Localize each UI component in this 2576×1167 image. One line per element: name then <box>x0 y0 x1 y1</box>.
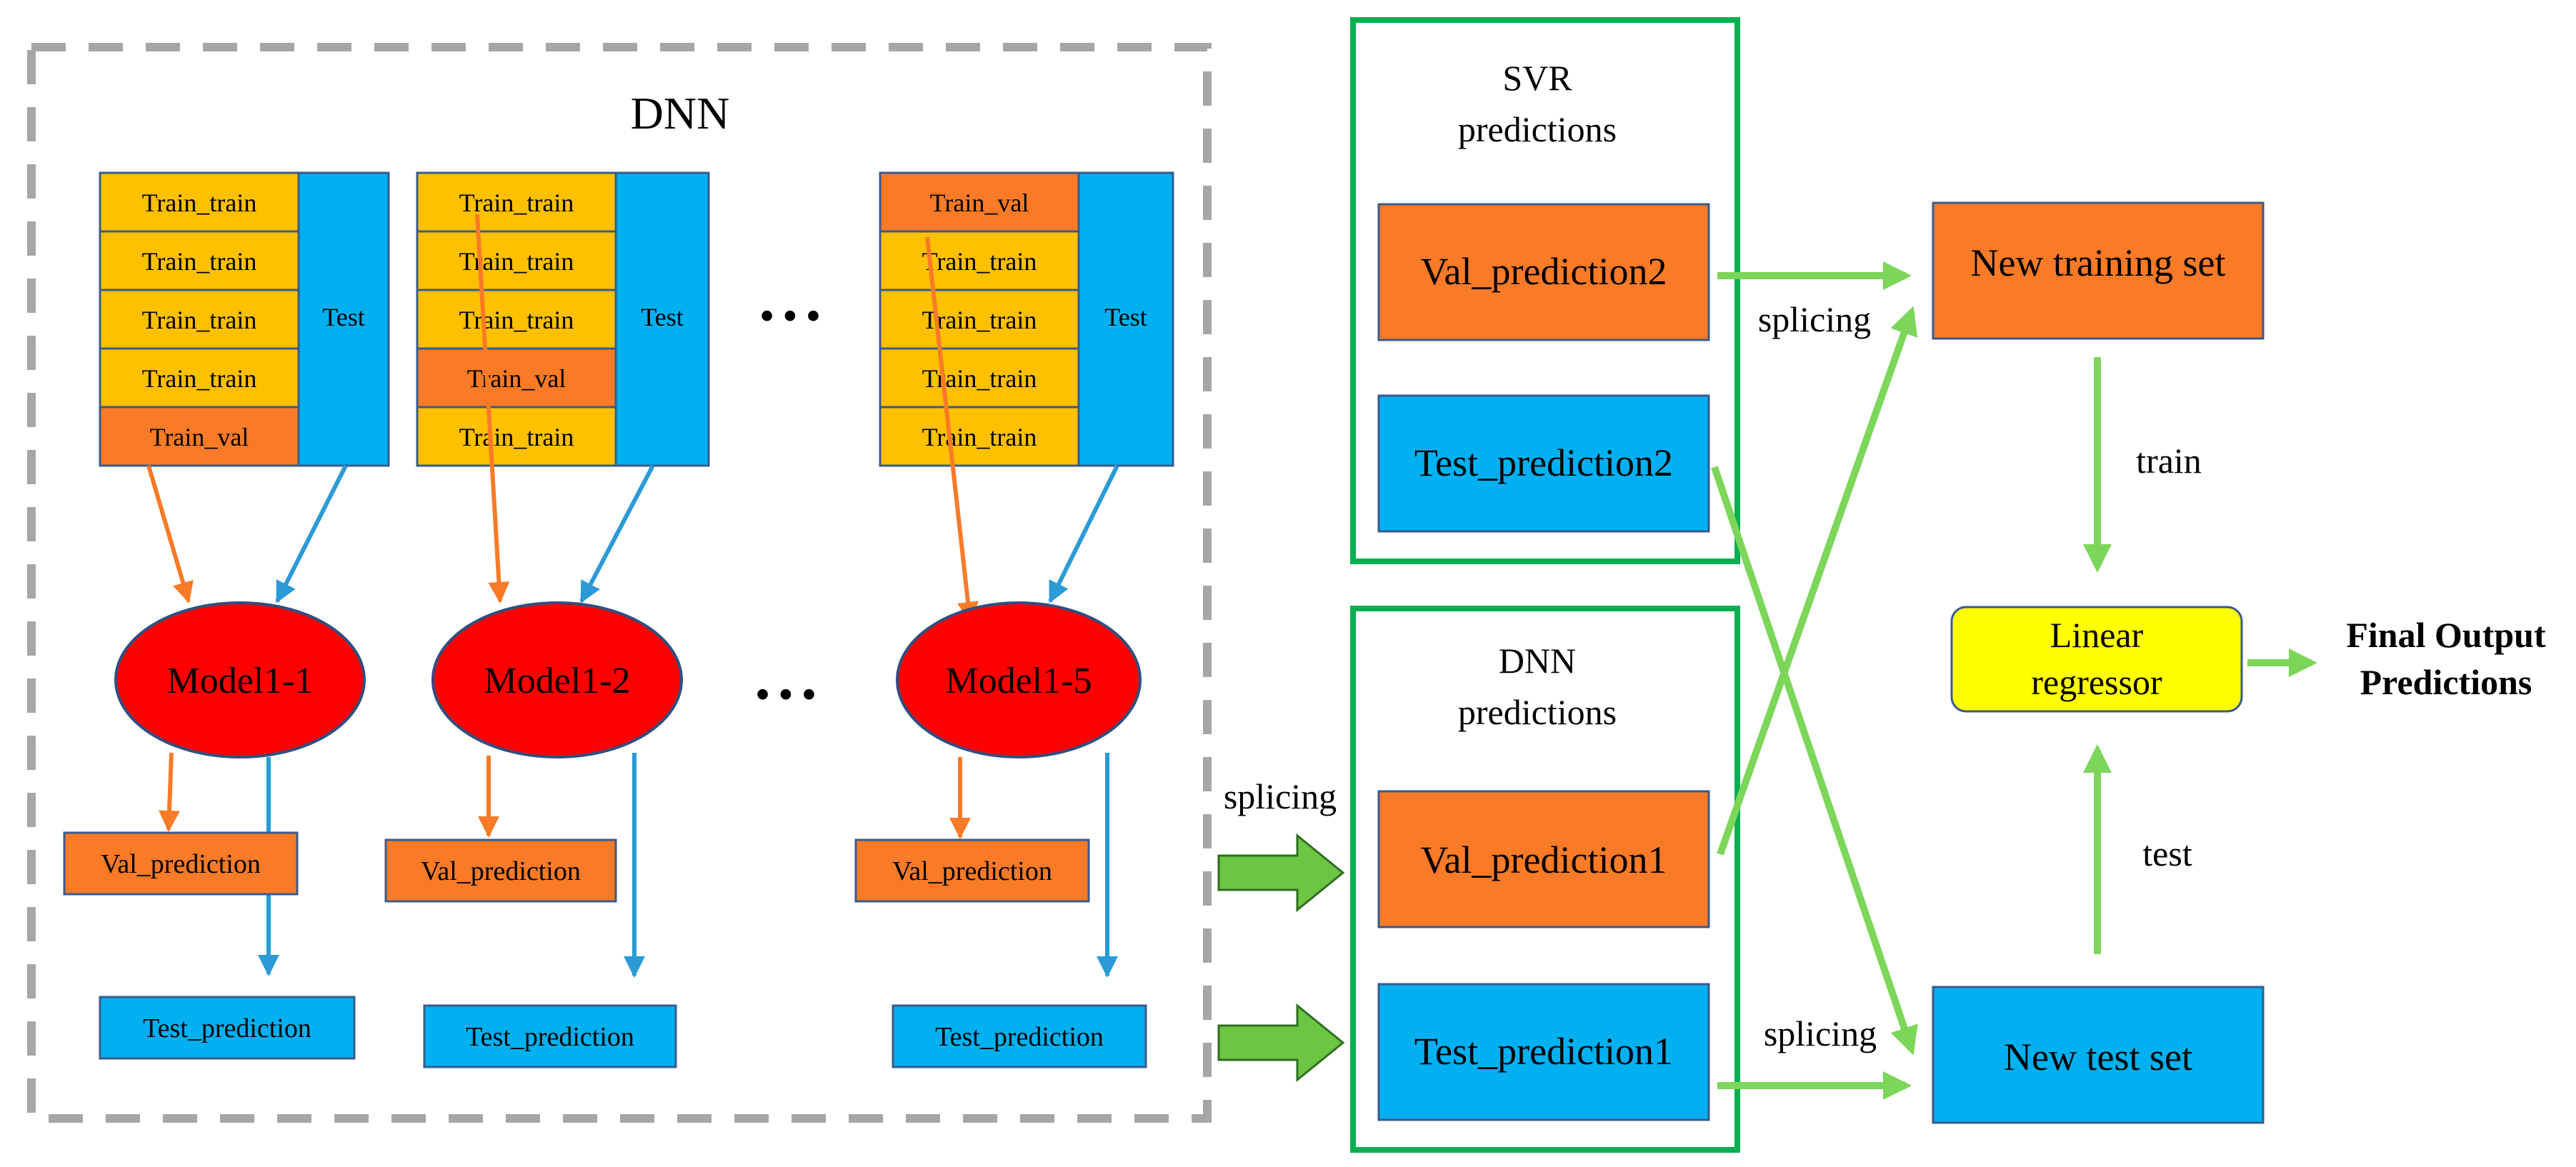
final-output-line2: Predictions <box>2360 662 2532 702</box>
test-prediction-2-label: Test_prediction <box>466 1022 634 1052</box>
fold5-row2: Train_train <box>922 247 1037 276</box>
fold-2: Train_train Train_train Train_train Trai… <box>416 171 710 467</box>
val-prediction-2-label: Val_prediction <box>421 856 581 886</box>
splicing-label-top: splicing <box>1758 299 1871 339</box>
fold1-row3: Train_train <box>142 306 257 334</box>
model-ellipsis: • • • <box>756 673 816 716</box>
test-prediction-1-label: Test_prediction <box>143 1013 311 1043</box>
fold1-row4: Train_train <box>142 364 257 393</box>
new-test-set-label: New test set <box>2004 1036 2192 1078</box>
val-prediction-1-label: Val_prediction <box>101 849 261 879</box>
new-training-set-box <box>1932 201 2265 340</box>
new-training-set-label: New training set <box>1971 241 2226 284</box>
test-prediction-1 <box>99 996 356 1060</box>
val-prediction-5-label: Val_prediction <box>892 856 1052 886</box>
fold-1: Train_train Train_train Train_train Trai… <box>99 171 390 467</box>
svr-val-prediction: Val_prediction2 <box>1421 250 1667 293</box>
new-test-set-box <box>1932 986 2265 1124</box>
val-prediction-5 <box>854 838 1090 903</box>
linear-regressor-line1: Linear <box>2050 615 2144 655</box>
dnn-frame <box>27 43 1212 1123</box>
fold2-row4: Train_val <box>467 364 566 393</box>
fold5-row1: Train_val <box>930 189 1029 217</box>
val-prediction-2 <box>384 838 617 903</box>
model-1-5-label: Model1-5 <box>945 661 1092 701</box>
dnn-pred-title-line2: predictions <box>1458 692 1617 732</box>
dnn-title: DNN <box>631 88 730 139</box>
fold1-row1: Train_train <box>142 189 257 217</box>
fold-to-model-arrows <box>146 214 1119 623</box>
svr-title-line1: SVR <box>1502 58 1572 98</box>
block-arrow-test <box>1217 1003 1345 1083</box>
dnn-pred-title-line1: DNN <box>1499 641 1576 681</box>
model-1-5: Model1-5 <box>896 601 1142 758</box>
dnn-test-prediction: Test_prediction1 <box>1414 1030 1673 1073</box>
fold-ellipsis: • • • <box>760 294 820 337</box>
svr-group: SVR predictions Val_prediction2 Test_pre… <box>1350 17 1740 564</box>
fold2-row2: Train_train <box>459 247 574 276</box>
fold2-row1: Train_train <box>459 189 574 217</box>
fold5-row5: Train_train <box>922 423 1037 451</box>
block-arrow-val <box>1217 833 1345 913</box>
linear-regressor-line2: regressor <box>2031 662 2162 702</box>
model-1-1-label: Model1-1 <box>166 661 313 701</box>
dnn-val-prediction: Val_prediction1 <box>1421 838 1667 881</box>
fold-5: Train_val Train_train Train_train Train_… <box>879 171 1174 467</box>
fold5-test-label: Test <box>1104 303 1147 331</box>
train-arrow-label: train <box>2136 441 2202 481</box>
linear-regressor-box <box>1950 606 2243 713</box>
splicing-connectors <box>1711 261 2317 1100</box>
final-output-line1: Final Output <box>2346 615 2546 655</box>
test-arrow-label: test <box>2142 833 2192 873</box>
fold2-row5: Train_train <box>459 423 574 451</box>
test-prediction-2 <box>423 1004 677 1068</box>
svr-test-prediction: Test_prediction2 <box>1414 441 1673 484</box>
fold1-row2: Train_train <box>142 247 257 276</box>
fold2-test-label: Test <box>641 303 683 331</box>
val-prediction-1 <box>63 831 299 896</box>
dnn-predictions-group: DNN predictions Val_prediction1 Test_pre… <box>1350 606 1740 1153</box>
model-1-1: Model1-1 <box>114 601 366 758</box>
test-prediction-5-label: Test_prediction <box>935 1022 1104 1052</box>
svr-title-line2: predictions <box>1458 109 1617 149</box>
fold1-test-label: Test <box>322 303 364 331</box>
model-1-2-label: Model1-2 <box>484 661 630 701</box>
fold5-row3: Train_train <box>922 306 1037 334</box>
model-1-2: Model1-2 <box>431 601 683 758</box>
splicing-label-left: splicing <box>1224 776 1337 816</box>
test-prediction-5 <box>892 1004 1147 1068</box>
fold5-row4: Train_train <box>922 364 1037 393</box>
fold1-row5: Train_val <box>150 423 249 451</box>
fold2-row3: Train_train <box>459 306 574 334</box>
splicing-label-bottom: splicing <box>1764 1013 1877 1053</box>
